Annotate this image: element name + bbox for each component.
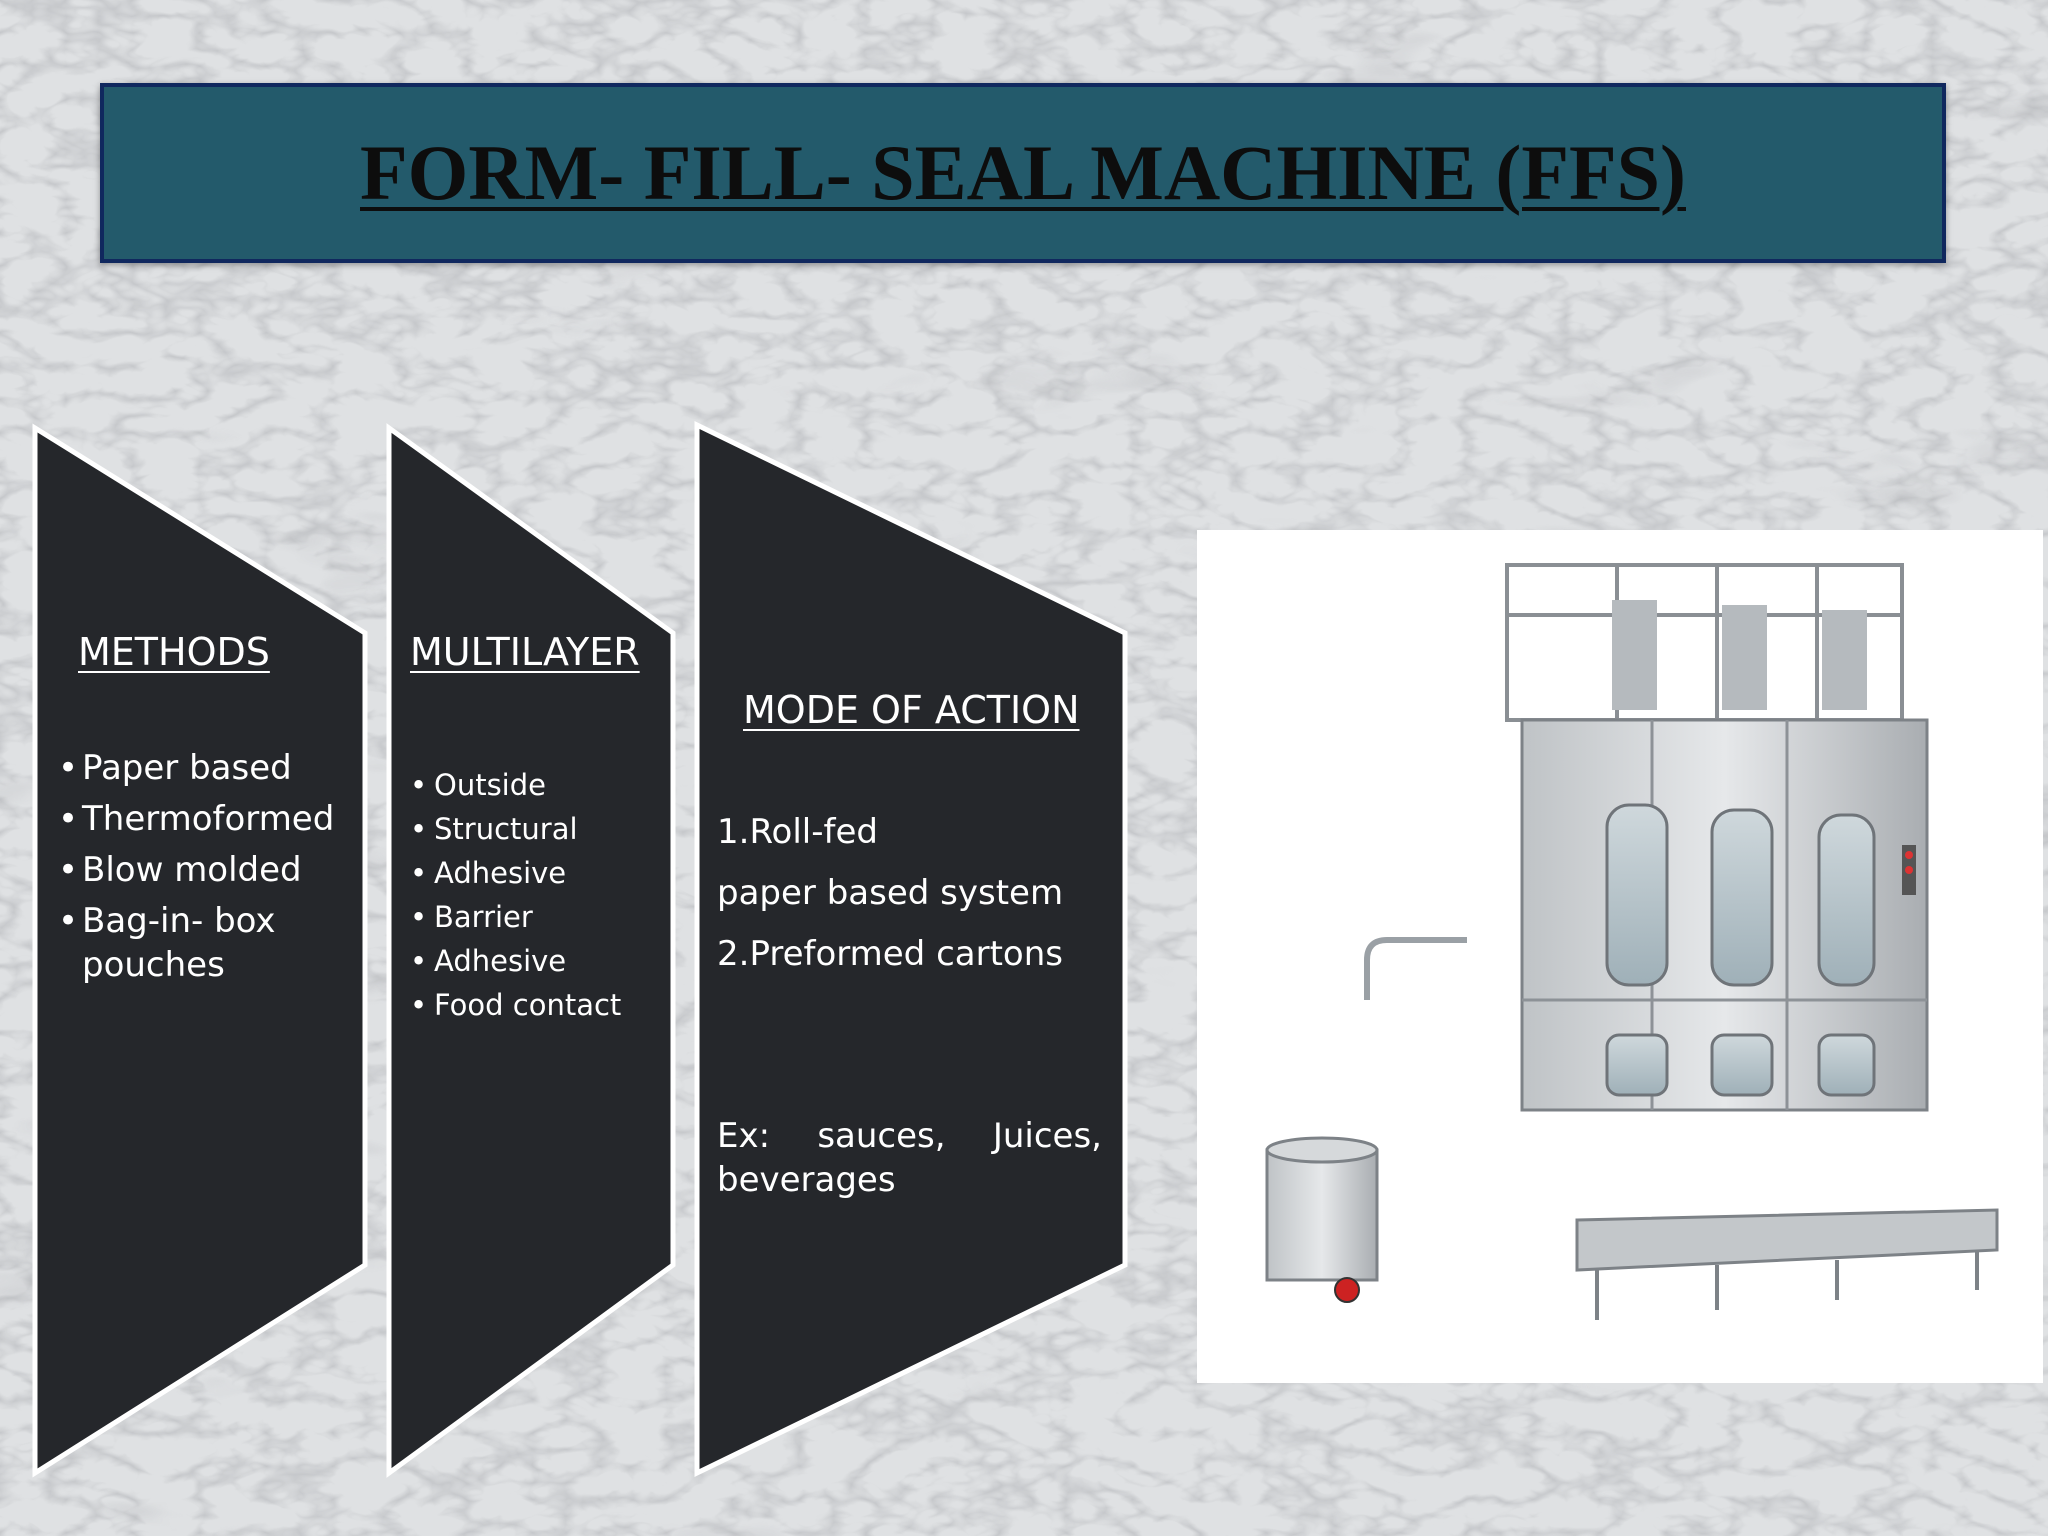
mode-of-action-heading: MODE OF ACTION [743,688,1080,732]
title-banner: FORM- FILL- SEAL MACHINE (FFS) [100,83,1946,263]
list-item: Bag-in- box pouches [58,899,302,987]
ffs-machine-image [1197,530,2043,1383]
methods-panel: METHODS Paper based Thermoformed Blow mo… [58,630,358,994]
list-item: Thermoformed [58,797,358,841]
list-item: Food contact [410,987,670,1023]
multilayer-heading: MULTILAYER [410,630,640,674]
list-item: Barrier [410,899,670,935]
list-item: Outside [410,767,670,803]
slide-title: FORM- FILL- SEAL MACHINE (FFS) [360,129,1686,216]
list-item: Blow molded [58,848,358,892]
list-item: Structural [410,811,670,847]
methods-heading: METHODS [78,630,270,674]
mode-of-action-chevron [694,421,1128,1477]
list-item: Paper based [58,746,358,790]
action-line: 2.Preformed cartons [717,934,1063,974]
example-text: Ex: sauces, Juices, beverages [717,1116,1113,1200]
action-line: paper based system [717,873,1064,913]
list-item: Adhesive [410,855,670,891]
machine-illustration [1265,563,1999,1320]
mode-of-action-panel: MODE OF ACTION 1.Roll-fed paper based sy… [717,688,1117,1202]
methods-list: Paper based Thermoformed Blow molded Bag… [58,746,358,987]
multilayer-list: Outside Structural Adhesive Barrier Adhe… [410,767,670,1023]
action-line: 1.Roll-fed [717,812,878,852]
list-item: Adhesive [410,943,670,979]
multilayer-panel: MULTILAYER Outside Structural Adhesive B… [410,630,670,1031]
